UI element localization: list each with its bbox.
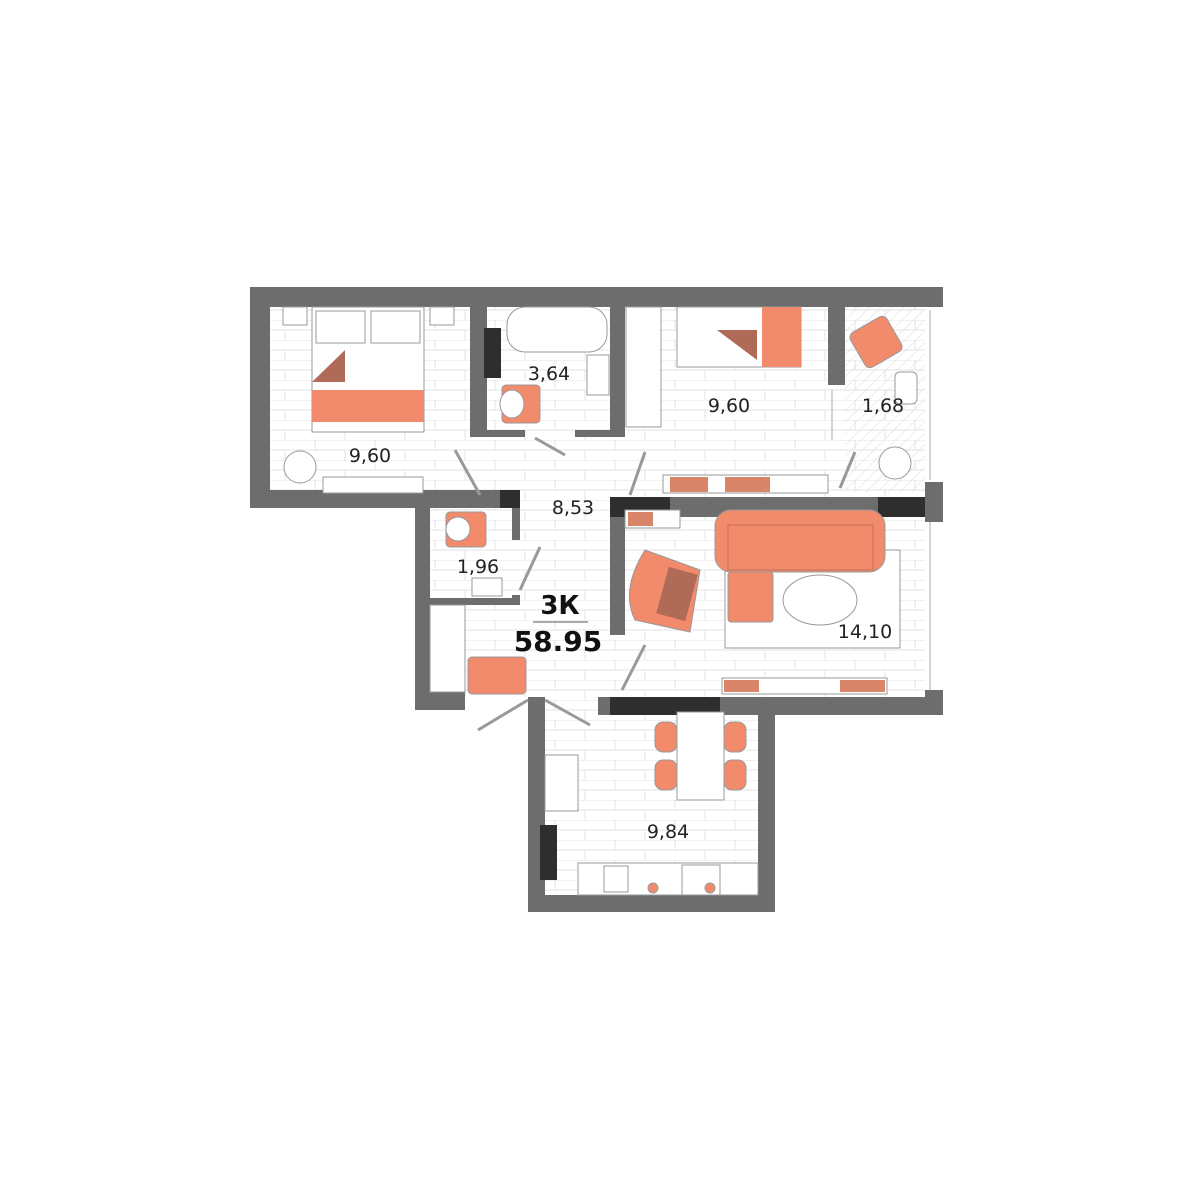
kettle <box>647 882 659 894</box>
room-area-living-room: 14,10 <box>838 621 892 643</box>
room-area-bedroom-1: 9,60 <box>349 445 391 467</box>
bathtub <box>506 306 608 353</box>
apartment-type: 3К <box>540 591 579 621</box>
furniture <box>282 306 918 896</box>
vent-shaft <box>484 328 501 378</box>
doors <box>453 436 857 732</box>
dining-table <box>676 711 725 801</box>
room-area-hallway: 8,53 <box>552 497 594 519</box>
nightstand <box>429 306 455 326</box>
dresser <box>322 476 424 494</box>
chair <box>654 759 678 791</box>
chair <box>654 721 678 753</box>
kitchen-vent <box>540 825 557 880</box>
room-area-bedroom-2: 9,60 <box>708 395 750 417</box>
armchair <box>849 315 903 369</box>
chair <box>723 759 747 791</box>
total-area: 58.95 <box>514 625 603 658</box>
room-area-kitchen: 9,84 <box>647 821 689 843</box>
ottoman <box>727 571 774 623</box>
room-area-bathroom: 3,64 <box>528 363 570 385</box>
chair <box>723 721 747 753</box>
sink <box>471 577 503 597</box>
fridge <box>544 754 579 812</box>
walls <box>250 287 943 912</box>
kitchen-sink <box>603 865 629 893</box>
plant-icon <box>878 446 912 480</box>
windows <box>831 310 931 690</box>
room-area-toilet: 1,96 <box>457 556 499 578</box>
small-table <box>894 371 918 405</box>
room-area-balcony: 1,68 <box>862 395 904 417</box>
radiator <box>625 306 662 428</box>
rug <box>467 656 527 695</box>
nightstand <box>282 306 308 326</box>
shoe-rack <box>429 604 466 693</box>
sink <box>586 354 610 396</box>
coffee-table <box>782 574 858 626</box>
plant-icon <box>283 450 317 484</box>
